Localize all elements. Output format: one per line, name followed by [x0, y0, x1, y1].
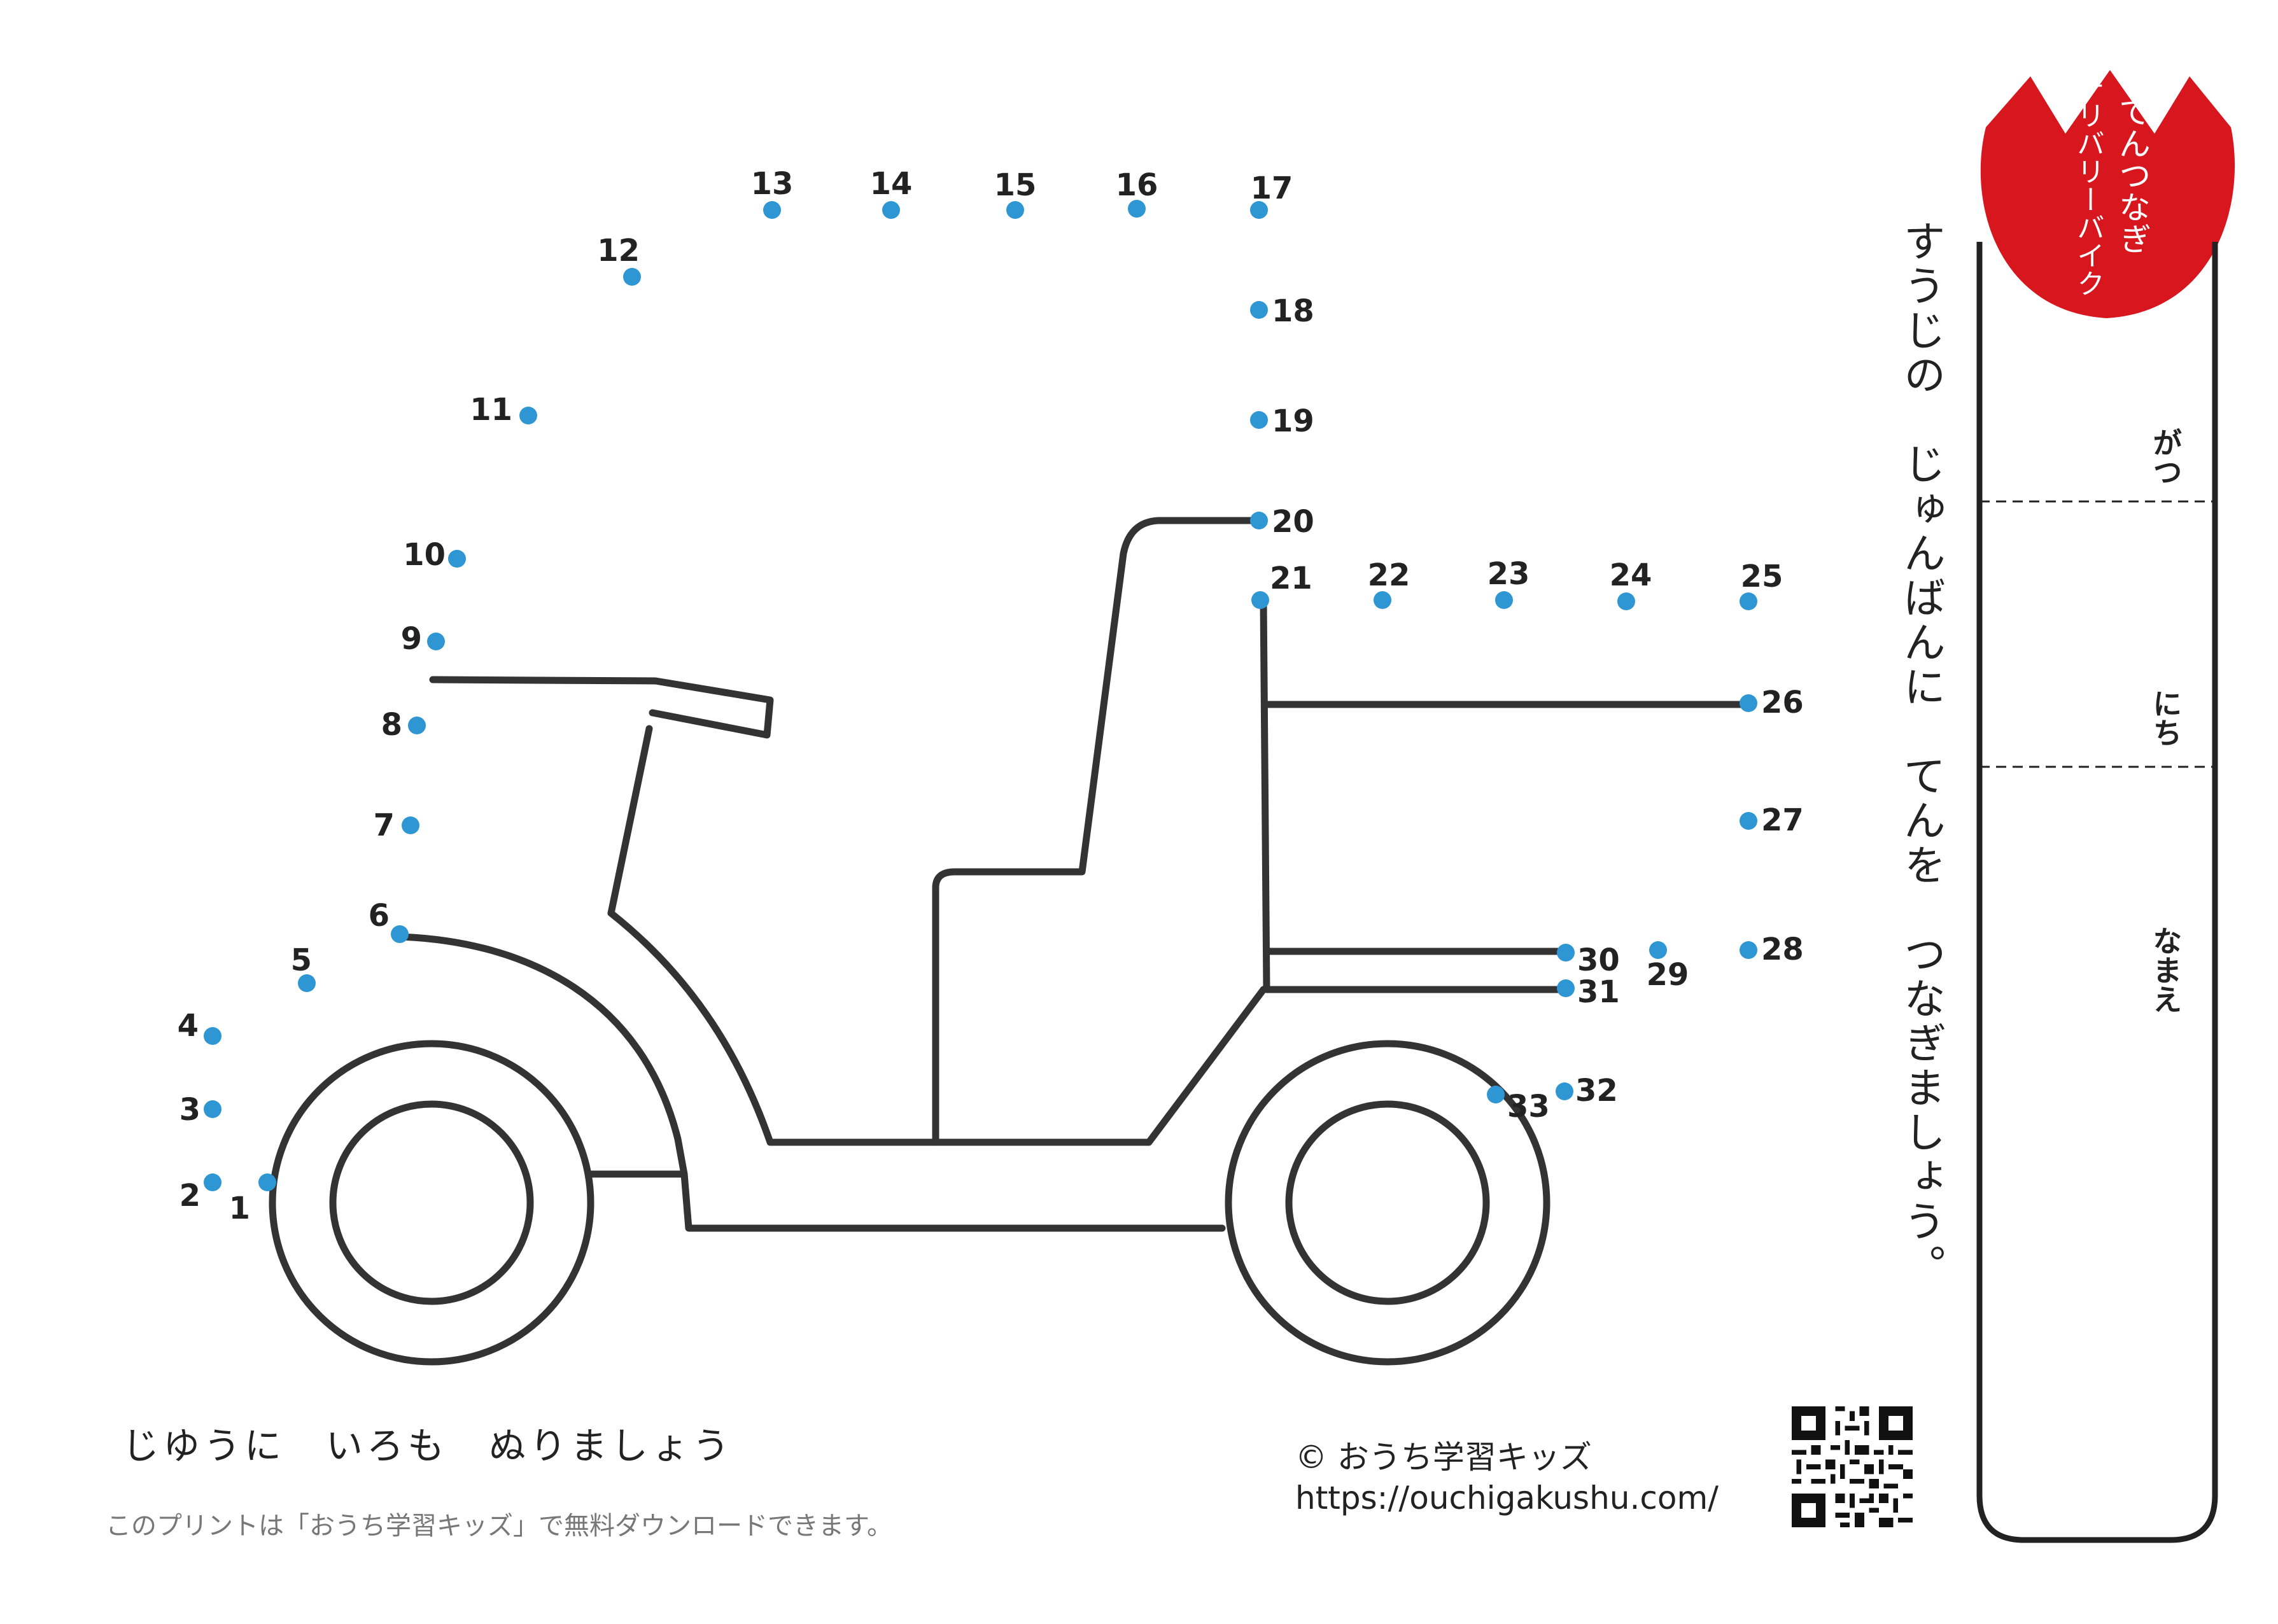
day-label: にち	[2148, 689, 2183, 747]
dot-label-7: 7	[374, 808, 395, 843]
dot-label-1: 1	[229, 1191, 250, 1226]
dot-label-25: 25	[1741, 559, 1783, 594]
dot-16	[1128, 200, 1146, 218]
scooter-body	[680, 1170, 1226, 1232]
dot-7	[402, 816, 419, 834]
dot-25	[1740, 592, 1757, 610]
dot-13	[763, 201, 781, 219]
dot-label-23: 23	[1487, 556, 1530, 592]
dot-label-26: 26	[1761, 685, 1804, 720]
dot-label-21: 21	[1270, 561, 1312, 596]
dot-31	[1557, 979, 1575, 997]
qr-code-icon	[1792, 1406, 1913, 1527]
dot-label-22: 22	[1368, 557, 1410, 593]
title-line-2: デリバリーバイク	[2072, 73, 2104, 297]
handlebar	[429, 676, 774, 739]
dot-label-11: 11	[470, 392, 512, 428]
dot-17	[1250, 201, 1268, 219]
tulip-badge-icon	[1980, 70, 2235, 318]
dot-14	[882, 201, 900, 219]
seat-back	[932, 517, 1267, 1146]
dot-27	[1740, 812, 1757, 830]
dot-10	[448, 550, 466, 568]
dot-label-5: 5	[291, 942, 312, 978]
title-line-1: てんつなぎ	[2114, 95, 2151, 255]
site-url-link[interactable]: https://ouchigakushu.com/	[1295, 1480, 1719, 1516]
dot-label-8: 8	[381, 707, 402, 743]
dot-19	[1250, 411, 1268, 429]
dot-4	[204, 1027, 221, 1045]
dot-label-30: 30	[1577, 942, 1620, 978]
dot-label-2: 2	[179, 1178, 200, 1214]
dot-32	[1556, 1082, 1573, 1100]
dot-15	[1006, 201, 1024, 219]
dot-2	[204, 1173, 221, 1191]
right-wheel-outer	[1225, 1040, 1550, 1366]
dot-26	[1740, 694, 1757, 712]
title-badge-shape	[1980, 70, 2235, 318]
left-wheel-outer	[269, 1040, 594, 1366]
dot-label-3: 3	[179, 1092, 200, 1128]
dot-18	[1250, 301, 1268, 319]
name-date-panel	[1976, 242, 2218, 1543]
dot-label-18: 18	[1272, 293, 1314, 329]
rear-box	[1260, 598, 1757, 993]
dot-24	[1617, 592, 1635, 610]
dot-label-29: 29	[1647, 957, 1689, 993]
dot-29	[1649, 941, 1667, 959]
dot-23	[1495, 591, 1513, 609]
copyright-text: © おうち学習キッズ	[1295, 1439, 1592, 1476]
month-label: がつ	[2148, 428, 2183, 486]
dot-1	[258, 1173, 276, 1191]
dot-11	[519, 407, 537, 424]
dot-6	[391, 925, 409, 943]
dot-label-20: 20	[1272, 504, 1314, 540]
dot-label-6: 6	[369, 898, 390, 934]
scooter-drawing	[269, 517, 1757, 1366]
dot-20	[1250, 512, 1268, 529]
dot-label-13: 13	[751, 166, 794, 202]
coloring-prompt: じゆうに いろも ぬりましょう	[122, 1424, 734, 1467]
dot-12	[623, 268, 641, 286]
dot-28	[1740, 941, 1757, 959]
dot-label-10: 10	[403, 537, 446, 573]
leg-shield	[607, 725, 1267, 1146]
dot-label-32: 32	[1575, 1073, 1618, 1109]
dot-label-24: 24	[1610, 557, 1652, 593]
dot-21	[1251, 591, 1269, 609]
dot-label-17: 17	[1251, 171, 1293, 206]
dot-9	[427, 633, 445, 650]
front-fender	[397, 933, 688, 1178]
dot-5	[298, 974, 316, 992]
download-note: このプリントは「おうち学習キッズ」で無料ダウンロードできます。	[106, 1511, 892, 1541]
name-label: なまえ	[2148, 926, 2183, 1014]
left-wheel-inner	[329, 1100, 534, 1305]
dot-22	[1374, 591, 1391, 609]
dot-label-4: 4	[178, 1008, 199, 1044]
instruction-text: すうじの じゅんばんに てんを つなぎましょう。	[1897, 220, 1946, 1289]
dot-label-16: 16	[1116, 167, 1158, 203]
dot-label-31: 31	[1577, 974, 1620, 1010]
panel-border	[1976, 242, 2218, 1543]
dot-30	[1557, 944, 1575, 962]
dot-label-27: 27	[1761, 802, 1804, 838]
dot-label-15: 15	[994, 167, 1037, 203]
dot-8	[408, 717, 426, 734]
dot-33	[1487, 1086, 1505, 1103]
right-wheel-inner	[1285, 1100, 1490, 1305]
dot-label-33: 33	[1507, 1089, 1550, 1124]
dot-label-12: 12	[597, 233, 640, 269]
dot-label-9: 9	[401, 621, 422, 657]
dot-label-28: 28	[1761, 932, 1804, 967]
dot-label-19: 19	[1272, 403, 1314, 439]
dot-3	[204, 1100, 221, 1118]
dot-label-14: 14	[870, 166, 913, 202]
